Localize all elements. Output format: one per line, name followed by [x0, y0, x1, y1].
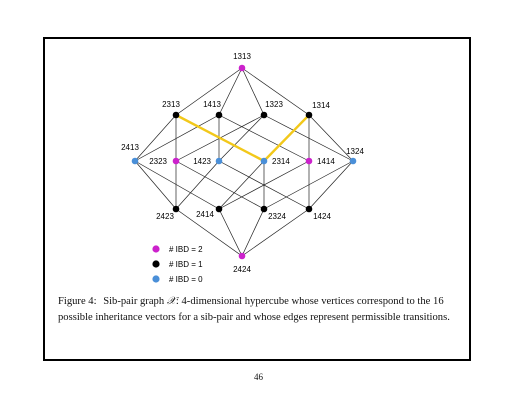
vertex-2414 — [215, 205, 223, 213]
graph-vertices — [131, 64, 357, 260]
vertex-label-1324: 1324 — [346, 147, 364, 156]
vertex-label-2414: 2414 — [196, 210, 214, 219]
edge-1324-2324 — [263, 160, 354, 210]
legend-marker-1 — [152, 260, 160, 268]
legend-marker-2 — [152, 275, 160, 283]
edge-1314-1324 — [308, 114, 354, 162]
edge-1323-1324 — [263, 114, 354, 162]
vertex-2324 — [260, 205, 268, 213]
vertex-label-1314: 1314 — [312, 101, 330, 110]
figure-caption: Figure 4: Sib-pair graph 𝒳: 4-dimensiona… — [58, 294, 458, 326]
caption-text-start: Sib-pair graph — [103, 296, 165, 307]
vertex-2323 — [172, 157, 180, 165]
legend-label-2: # IBD = 0 — [169, 275, 203, 284]
edge-1324-1424 — [308, 160, 354, 210]
vertex-1324 — [349, 157, 357, 165]
vertex-1414 — [305, 157, 313, 165]
figure-label: Figure 4: — [58, 296, 97, 307]
vertex-label-2323: 2323 — [149, 157, 167, 166]
legend-label-0: # IBD = 2 — [169, 245, 203, 254]
vertex-label-2313: 2313 — [162, 100, 180, 109]
vertex-1423 — [215, 157, 223, 165]
edge-1414-2414 — [218, 160, 310, 210]
vertex-2424 — [238, 252, 246, 260]
edge-1313-2313 — [175, 67, 243, 116]
edge-1424-2424 — [241, 208, 310, 257]
page-number: 46 — [254, 372, 263, 382]
edge-2413-2414 — [134, 160, 220, 210]
vertex-label-1323: 1323 — [265, 100, 283, 109]
vertex-label-1423: 1423 — [193, 157, 211, 166]
vertex-label-2423: 2423 — [156, 212, 174, 221]
vertex-label-1413: 1413 — [203, 100, 221, 109]
vertex-2313 — [172, 111, 180, 119]
vertex-label-1414: 1414 — [317, 157, 335, 166]
highlight-edge-2313-2314 — [174, 113, 266, 163]
highlight-edge-2314-1314 — [262, 113, 311, 163]
edge-2313-2413 — [134, 114, 177, 162]
edge-2314-2414 — [218, 160, 265, 210]
edge-2323-2324 — [175, 160, 265, 210]
edge-1313-1314 — [241, 67, 310, 116]
vertex-2413 — [131, 157, 139, 165]
vertex-1424 — [305, 205, 313, 213]
legend-marker-0 — [152, 245, 160, 253]
edge-1313-1323 — [241, 67, 265, 116]
edge-1413-1414 — [218, 114, 310, 162]
vertex-1323 — [260, 111, 268, 119]
vertex-label-2314: 2314 — [272, 157, 290, 166]
ibd-legend: # IBD = 2 # IBD = 1 # IBD = 0 — [152, 245, 203, 284]
vertex-1313 — [238, 64, 246, 72]
vertex-label-2424: 2424 — [233, 265, 251, 274]
edge-1413-2413 — [134, 114, 220, 162]
highlighted-path — [174, 113, 311, 163]
graph-symbol: 𝒳 — [166, 296, 176, 307]
vertex-label-1313: 1313 — [233, 52, 251, 61]
edge-2324-2424 — [241, 208, 265, 257]
edge-2423-2424 — [175, 208, 243, 257]
vertex-2314 — [260, 157, 268, 165]
edge-1423-2423 — [175, 160, 220, 210]
edge-1323-1423 — [218, 114, 265, 162]
figure-frame — [43, 37, 471, 361]
edge-1313-1413 — [218, 67, 243, 116]
caption-text-end: : 4-dimensional hypercube whose vertices… — [58, 296, 450, 323]
vertex-1314 — [305, 111, 313, 119]
vertex-label-1424: 1424 — [313, 212, 331, 221]
edge-2414-2424 — [218, 208, 243, 257]
vertex-label-2324: 2324 — [268, 212, 286, 221]
legend-label-1: # IBD = 1 — [169, 260, 203, 269]
vertex-label-2413: 2413 — [121, 143, 139, 152]
edge-2413-2423 — [134, 160, 177, 210]
vertex-2423 — [172, 205, 180, 213]
vertex-labels: 1313 2313 1413 1323 1314 2413 2323 1423 2314 1414… — [121, 52, 364, 274]
vertex-1413 — [215, 111, 223, 119]
